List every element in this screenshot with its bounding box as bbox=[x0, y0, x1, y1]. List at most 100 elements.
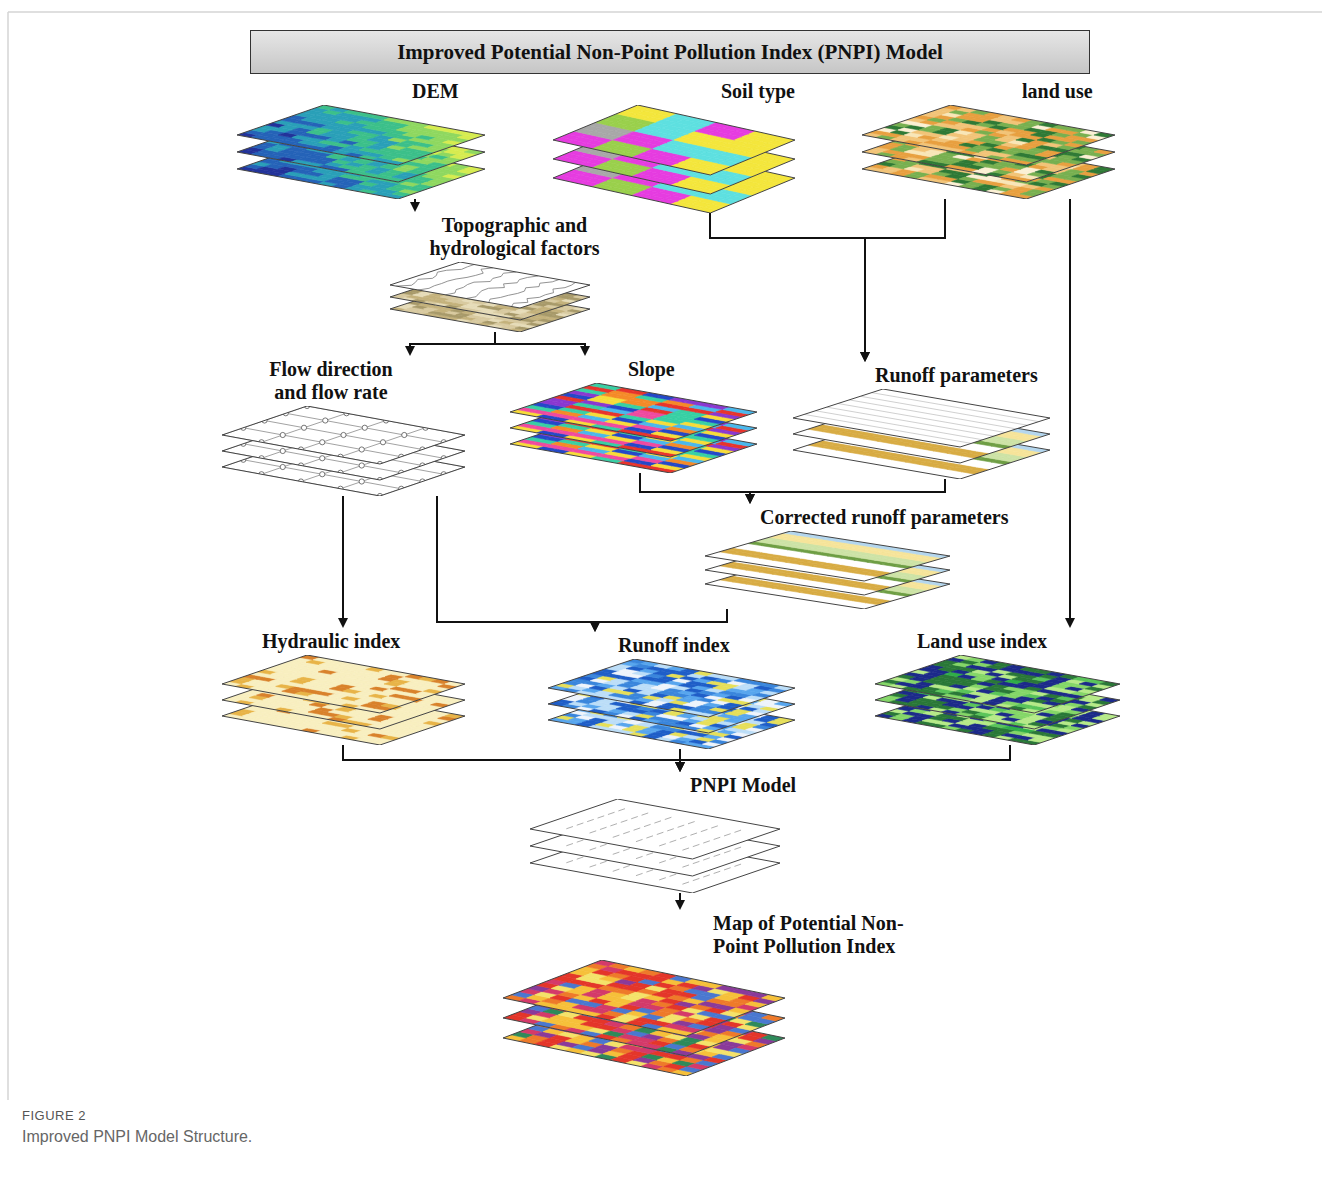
grid-node bbox=[301, 425, 306, 430]
map-line bbox=[396, 265, 474, 287]
layer-stack-illustration bbox=[510, 383, 757, 473]
layer-label: land use bbox=[1022, 78, 1093, 103]
map-layer bbox=[553, 124, 795, 194]
layer-outline bbox=[553, 124, 795, 194]
map-cell bbox=[553, 105, 795, 175]
flow-arrow bbox=[405, 332, 495, 356]
grid-node bbox=[359, 447, 364, 452]
map-layer bbox=[237, 122, 485, 182]
map-cell bbox=[862, 122, 1115, 182]
arrow-head bbox=[338, 618, 348, 628]
flow-arrow bbox=[338, 496, 348, 628]
map-cell bbox=[510, 399, 757, 457]
arrow-head bbox=[580, 346, 590, 356]
layer-content bbox=[390, 262, 590, 308]
arrow-head bbox=[590, 622, 600, 632]
map-layer bbox=[222, 406, 465, 467]
layer-stack-node: Topographic and hydrological factors bbox=[390, 212, 617, 332]
grid-node bbox=[341, 432, 346, 437]
flow-line bbox=[680, 745, 1010, 764]
arrow-head bbox=[860, 352, 870, 362]
layer-content bbox=[237, 122, 485, 182]
layer-stack-illustration bbox=[237, 105, 485, 199]
map-layer bbox=[553, 143, 795, 213]
arrow-head bbox=[860, 352, 870, 362]
layer-stack-node: Soil type bbox=[553, 78, 795, 213]
grid-node bbox=[320, 440, 325, 445]
layer-stack-illustration bbox=[862, 105, 1115, 199]
layer-stack-illustration bbox=[390, 262, 590, 332]
layer-stack-node: DEM bbox=[237, 78, 485, 199]
arrow-head bbox=[590, 622, 600, 632]
flow-arrow bbox=[590, 609, 727, 632]
layer-label: Flow direction and flow rate bbox=[256, 356, 406, 404]
grid-node bbox=[359, 479, 364, 484]
layer-label: Topographic and hydrological factors bbox=[412, 212, 617, 260]
flow-arrow bbox=[745, 479, 945, 504]
map-line bbox=[466, 276, 538, 299]
flow-arrow bbox=[675, 893, 685, 910]
layer-outline bbox=[862, 122, 1115, 182]
arrow-head bbox=[675, 762, 685, 772]
map-line bbox=[512, 282, 576, 306]
layer-stack-illustration bbox=[553, 105, 795, 213]
map-cell bbox=[553, 143, 795, 213]
arrow-head bbox=[675, 900, 685, 910]
arrow-head bbox=[745, 494, 755, 504]
flow-line bbox=[1069, 199, 1071, 620]
map-cell bbox=[390, 262, 590, 308]
flow-arrow bbox=[437, 496, 600, 632]
arrow-head bbox=[410, 202, 420, 212]
layer-content bbox=[862, 105, 1115, 165]
layer-outline bbox=[510, 415, 757, 473]
flow-arrow bbox=[640, 473, 755, 504]
layer-stack-node: land use bbox=[862, 78, 1115, 199]
flow-line bbox=[640, 473, 750, 496]
layer-content bbox=[237, 105, 485, 165]
grid-node bbox=[320, 456, 325, 461]
grid-node bbox=[323, 418, 328, 423]
layer-content bbox=[510, 399, 757, 457]
flow-arrow bbox=[710, 213, 870, 362]
flow-arrow bbox=[410, 199, 420, 212]
layer-content bbox=[222, 406, 465, 467]
map-layer bbox=[510, 399, 757, 457]
map-layer bbox=[510, 415, 757, 473]
layer-stack-node: Flow direction and flow rate bbox=[222, 356, 465, 496]
layer-outline bbox=[553, 105, 795, 175]
map-line bbox=[418, 268, 493, 290]
title-banner: Improved Potential Non-Point Pollution I… bbox=[250, 30, 1090, 74]
arrow-head bbox=[675, 762, 685, 772]
map-layer bbox=[862, 122, 1115, 182]
map-cell bbox=[222, 406, 465, 464]
grid-node bbox=[362, 425, 367, 430]
flow-line bbox=[410, 332, 495, 348]
layer-content bbox=[510, 415, 757, 473]
arrow-head bbox=[405, 346, 415, 356]
flow-line bbox=[750, 479, 945, 496]
map-cell bbox=[237, 105, 485, 165]
map-cell bbox=[553, 124, 795, 194]
arrow-head bbox=[745, 494, 755, 504]
grid-node bbox=[280, 432, 285, 437]
arrow-head bbox=[675, 762, 685, 772]
flow-line bbox=[595, 609, 727, 624]
frame-line bbox=[7, 12, 9, 1100]
layer-stack-node: Slope bbox=[510, 356, 757, 473]
grid-node bbox=[320, 472, 325, 477]
layer-stack-illustration bbox=[222, 406, 465, 496]
map-cell bbox=[510, 415, 757, 473]
layer-outline bbox=[237, 105, 485, 165]
layer-content bbox=[862, 122, 1115, 182]
map-layer bbox=[862, 105, 1115, 165]
map-layer bbox=[553, 105, 795, 175]
grid-node bbox=[380, 440, 385, 445]
layer-outline bbox=[237, 122, 485, 182]
layer-label: Soil type bbox=[721, 78, 795, 103]
layer-outline bbox=[222, 406, 465, 464]
layer-outline bbox=[862, 105, 1115, 165]
grid-node bbox=[359, 463, 364, 468]
map-layer bbox=[390, 262, 590, 308]
flow-arrow bbox=[1065, 199, 1075, 628]
grid-node bbox=[402, 432, 407, 437]
